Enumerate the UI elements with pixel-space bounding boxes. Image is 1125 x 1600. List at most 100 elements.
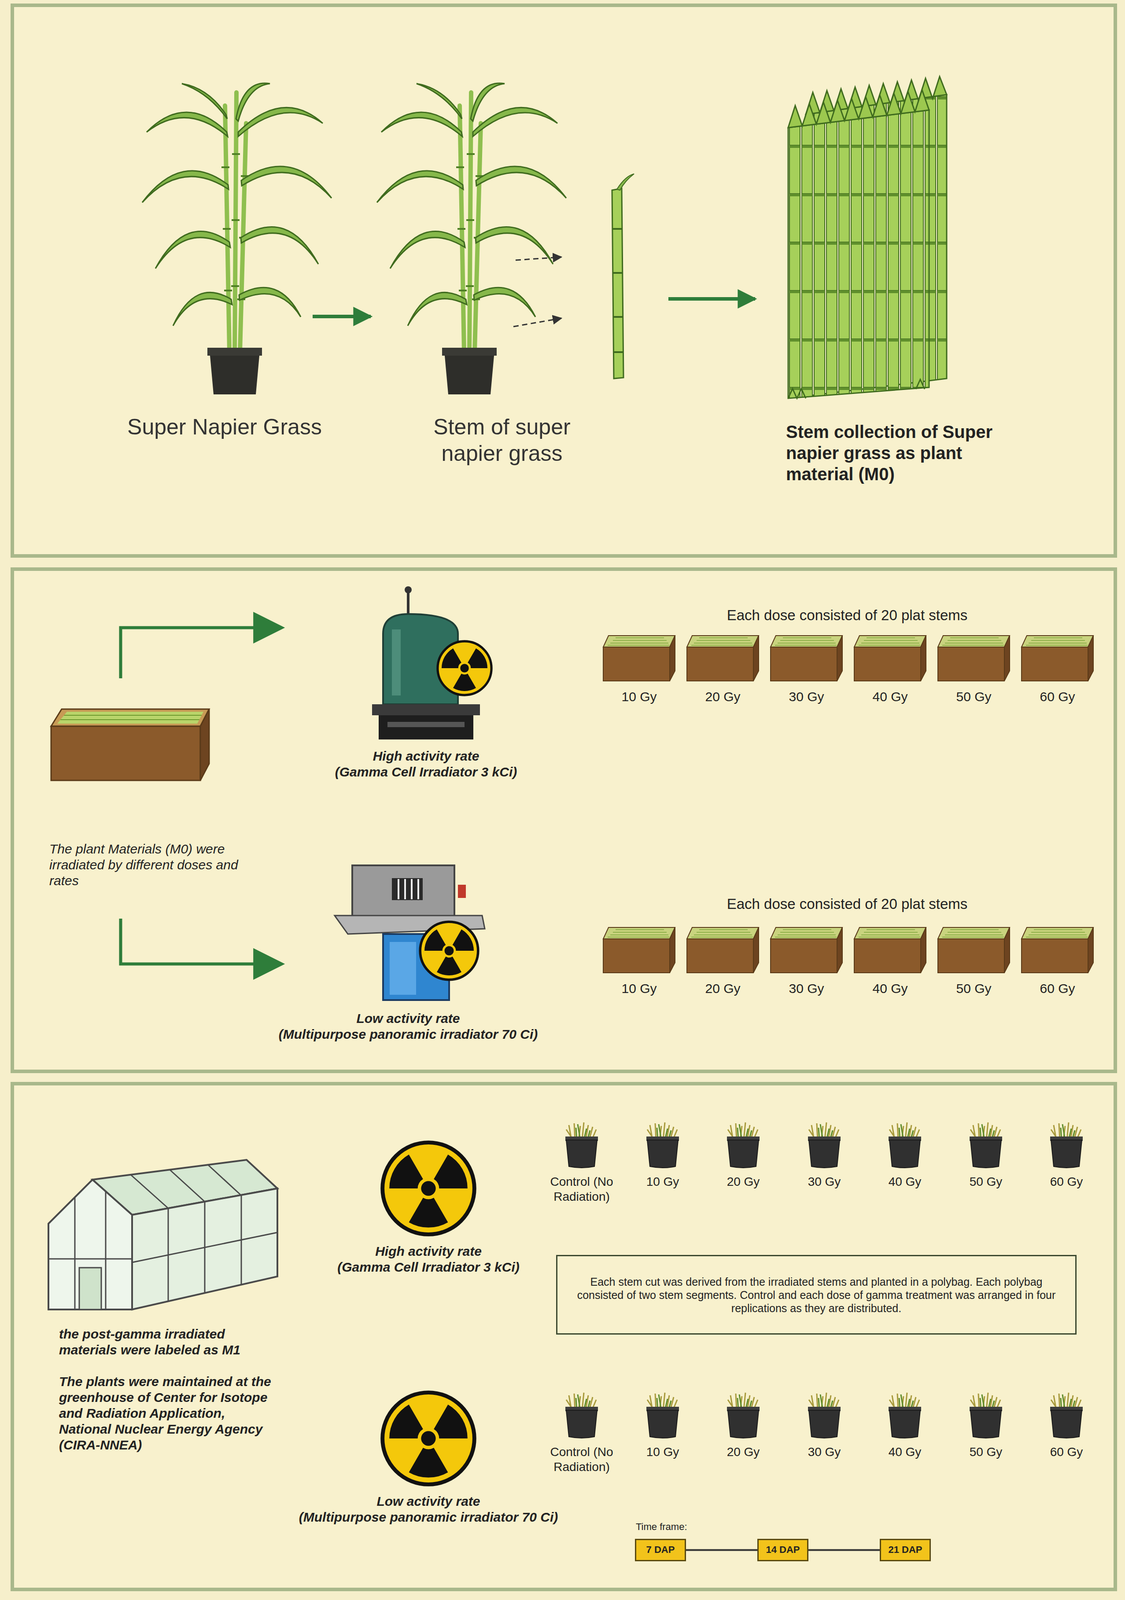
gamma-cell-drawing — [391, 629, 401, 696]
node-label: 20 Gy — [704, 1174, 782, 1190]
dose-crate-outline — [769, 634, 844, 683]
node-label: 14 DAP — [765, 1544, 800, 1557]
text-group: 60 Gy — [1018, 981, 1098, 997]
text-group: 14 DAP — [765, 1544, 800, 1557]
radiation-symbol: High activity rate(Gamma Cell Irradiator… — [379, 1139, 478, 1238]
text-group: 30 Gy — [767, 981, 847, 997]
radiation-symbol-outline — [379, 1139, 478, 1238]
text-group: 10 Gy — [599, 981, 679, 997]
node-label: 20 Gy — [683, 981, 763, 997]
napier-plant — [142, 83, 567, 395]
text-group: 50 Gy — [934, 689, 1014, 705]
gamma-cell-drawing — [372, 704, 480, 716]
node-label: (Gamma Cell Irradiator 3 kCi) — [294, 764, 559, 781]
plant-pot-outline — [1051, 1140, 1082, 1169]
node-label: (Multipurpose panoramic irradiator 70 Ci… — [240, 1026, 576, 1043]
dose-crate-outline — [854, 939, 921, 974]
dose-crate-outline — [1020, 926, 1095, 974]
dose-crate: 60 Gy — [1020, 634, 1095, 683]
plant-tray-drawing — [57, 711, 204, 724]
node-label: 50 Gy — [934, 689, 1014, 705]
panoramic-irradiator-drawing — [389, 942, 417, 996]
panoramic-irradiator: Low activity rate(Multipurpose panoramic… — [331, 865, 485, 1001]
plant-pot-outline — [562, 1393, 601, 1439]
text-group: 50 Gy — [934, 981, 1014, 997]
dose-crate-outline — [602, 634, 676, 683]
node-label: 60 Gy — [1018, 981, 1098, 997]
node-label: (Multipurpose panoramic irradiator 70 Ci… — [261, 1509, 596, 1526]
node-label: 10 Gy — [623, 1445, 702, 1461]
dose-crate-outline — [753, 927, 759, 974]
node-label: 10 Gy — [599, 981, 679, 997]
dose-crate: 40 Gy — [853, 926, 927, 974]
dose-crate-outline — [1020, 634, 1095, 683]
dose-crate-outline — [1025, 638, 1088, 646]
node-label: Low activity rate — [240, 1010, 576, 1027]
dose-crate-outline — [858, 929, 921, 938]
plant-pot: 60 Gy — [1047, 1122, 1086, 1169]
dose-crate-outline — [854, 927, 926, 940]
dose-crate-outline — [837, 635, 843, 682]
gamma-cell-drawing — [372, 586, 492, 740]
stem-collection-drawing — [788, 76, 947, 399]
plant-pot: 50 Gy — [966, 1393, 1005, 1439]
panoramic-irradiator-drawing — [457, 885, 466, 899]
panel — [12, 569, 1116, 1072]
flow-arrow — [120, 627, 282, 679]
dose-crate-outline — [1088, 635, 1094, 682]
plant-pot-outline — [724, 1393, 763, 1439]
plant-pot-outline — [1047, 1393, 1086, 1439]
single-stem — [612, 188, 624, 379]
node-label: Each stem cut was derived from the irrad… — [567, 1275, 1066, 1316]
text-group: 30 Gy — [767, 689, 847, 705]
flow-arrow — [668, 297, 756, 301]
text-group: 40 Gy — [866, 1174, 944, 1190]
dose-crate-outline — [1021, 927, 1094, 940]
plant-pot-outline — [724, 1122, 763, 1169]
dose-crate-outline — [770, 927, 843, 940]
dose-crate: 20 Gy — [686, 926, 760, 974]
plant-pot-outline — [1047, 1122, 1086, 1169]
dose-crate-outline — [774, 638, 837, 646]
dose-crate-outline — [603, 647, 670, 682]
radiation-symbol-outline — [382, 1393, 475, 1486]
greenhouse: the post-gamma irradiated materials were… — [45, 1158, 293, 1467]
cut-arrow — [515, 257, 562, 261]
node-label: High activity rate — [296, 1243, 561, 1260]
text-group: Stem of super napier grass — [413, 413, 591, 467]
cut-arrow — [513, 257, 562, 327]
text-group: Control (No Radiation) — [542, 1174, 621, 1205]
node-label: 20 Gy — [704, 1445, 782, 1461]
dose-crate-outline — [686, 939, 754, 974]
node-label: 60 Gy — [1027, 1445, 1106, 1461]
dose-crate-outline — [774, 929, 837, 938]
node-label: 30 Gy — [767, 689, 847, 705]
dose-crate-outline — [686, 926, 760, 974]
gamma-cell-drawing — [387, 722, 465, 728]
single-stem — [612, 228, 624, 353]
flow-arrow — [120, 918, 282, 965]
dose-crate: 50 Gy — [936, 926, 1011, 974]
node-label: Stem collection of Super napier grass as… — [785, 421, 998, 485]
dose-crate-outline — [603, 939, 670, 974]
plant-pot: Control (No Radiation) — [562, 1393, 601, 1439]
panel — [12, 5, 1116, 1590]
greenhouse-drawing — [48, 1180, 133, 1310]
dose-crate-outline — [1088, 927, 1094, 974]
timeline-line — [808, 1549, 880, 1552]
plant-pot: 20 Gy — [724, 1122, 763, 1169]
text-group: 60 Gy — [1027, 1445, 1106, 1461]
single-stem — [612, 173, 635, 379]
plant-pot-outline — [566, 1140, 598, 1169]
plant-illustration: Stem of super napier grass — [374, 96, 630, 397]
node-label: Low activity rate — [261, 1493, 596, 1510]
dose-crate-outline — [753, 635, 759, 682]
dose-crate: 30 Gy — [769, 634, 844, 683]
plant-pot-outline — [643, 1393, 682, 1439]
annotation-label: Each dose consisted of 20 plat stems — [604, 895, 1090, 914]
dose-crate: 20 Gy — [686, 634, 760, 683]
single-stem — [616, 173, 635, 191]
radiation-symbol-outline — [379, 1390, 478, 1488]
time-box: 21 DAP — [879, 1539, 931, 1562]
